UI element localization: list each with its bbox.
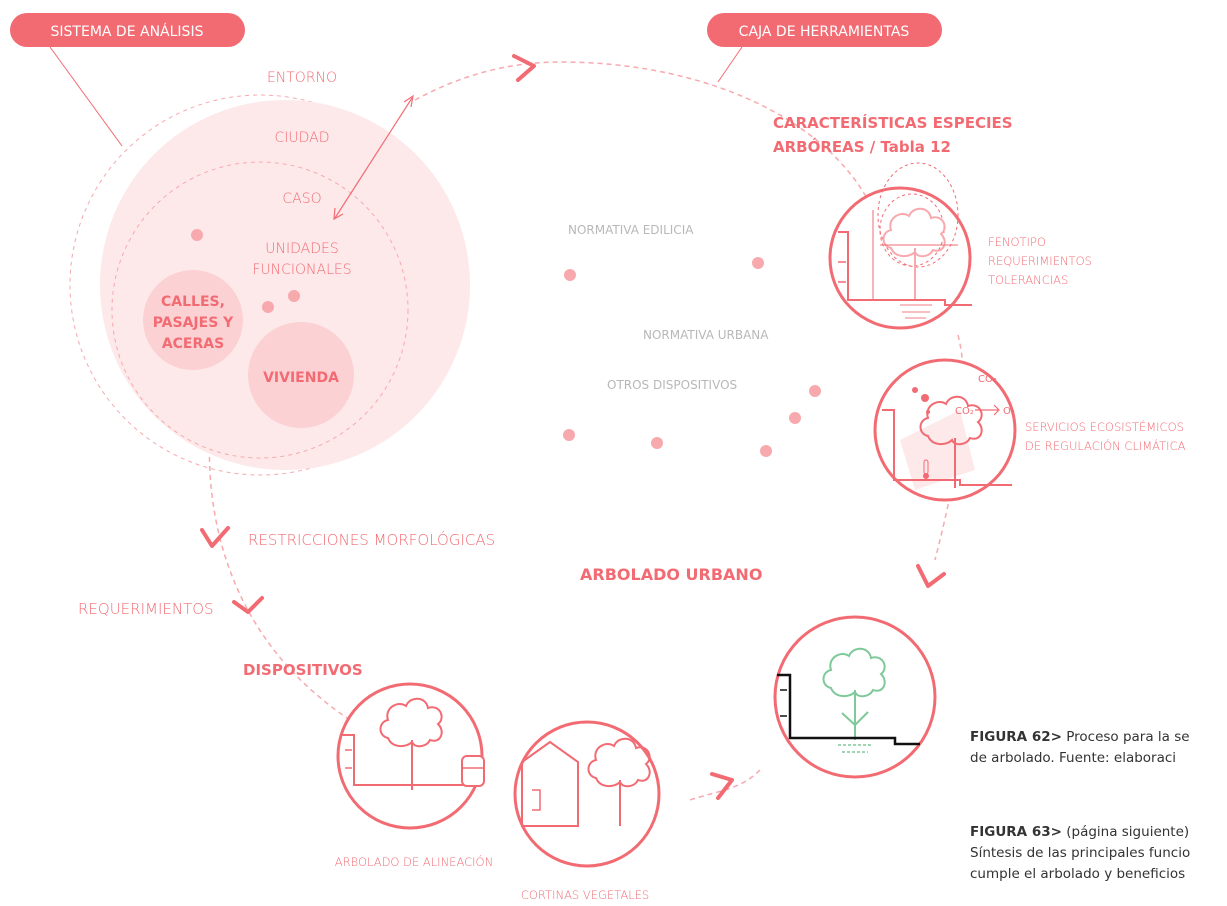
servicios-illustration [873,358,1017,502]
arbolado-urbano-label: ARBOLADO URBANO [580,565,762,584]
chevron-arrow-top [512,54,536,82]
ciudad-circle [100,100,470,470]
dot-1 [191,229,203,241]
calles-label-3: ACERAS [162,336,224,352]
normativa-urbana-label: NORMATIVA URBANA [643,328,769,342]
o2-label: O₂ [1003,406,1015,417]
fenotipo-illustration [828,162,972,330]
figure-62-number: FIGURA 62> [970,729,1062,745]
arbolado-urbano-illustration [773,615,937,779]
figure-62-line-2: de arbolado. Fuente: elaboraci [970,750,1177,766]
fenotipo-label-1: FENOTIPO [988,235,1046,249]
caso-circle [111,161,409,459]
caja-leader [717,46,743,83]
chevron-arrow-right [916,564,946,588]
dot-toolbox-4 [789,412,801,424]
figure-63-line-3: cumple el arbolado y beneficios [970,866,1186,882]
requerimientos-label: REQUERIMIENTOS [78,600,214,618]
cortinas-illustration [513,720,661,868]
figure-63-line-2: Síntesis de las principales funcio [970,845,1191,861]
process-loop-left-arc [208,429,351,721]
scale-arrow-line [334,97,413,219]
unidades-label-1: UNIDADES [265,241,338,257]
cortinas-label: CORTINAS VEGETALES [521,888,649,902]
normativa-edilicia-label: NORMATIVA EDILICIA [568,223,694,237]
sistema-pill: SISTEMA DE ANÁLISIS [10,13,245,47]
calles-circle [143,270,243,370]
vivienda-label: VIVIENDA [263,370,339,386]
calles-label-2: PASAJES Y [153,315,234,331]
unidades-label-2: FUNCIONALES [252,262,351,278]
co2-label-a: CO₂ [978,374,997,385]
sistema-leader [49,46,123,147]
figure-62-line-1: Proceso para la se [1061,729,1190,745]
chevron-arrow-bottom [710,772,734,800]
calles-label-1: CALLES, [161,294,225,310]
dot-toolbox-1 [564,269,576,281]
figure-62-caption: FIGURA 62> Proceso para la se de arbolad… [970,727,1190,769]
dispositivos-label: DISPOSITIVOS [243,661,363,679]
chevron-arrow-left [200,526,230,548]
arbolado-alineacion-illustration [336,682,485,830]
fenotipo-label-3: TOLERANCIAS [988,273,1068,287]
dot-3 [288,290,300,302]
restricciones-label: RESTRICCIONES MORFOLÓGICAS [248,530,495,549]
figure-63-caption: FIGURA 63> (página siguiente) Síntesis d… [970,822,1190,885]
otros-dispositivos-label: OTROS DISPOSITIVOS [607,378,737,392]
scale-arrow-head-top [403,94,414,108]
entorno-label: ENTORNO [267,70,337,86]
ciudad-label: CIUDAD [274,130,329,146]
dot-2 [262,301,274,313]
process-loop-bottom-right-arc [689,769,761,801]
figure-63-line-1: (página siguiente) [1061,824,1190,840]
caracteristicas-label-2: ARBÓREAS / Tabla 12 [773,137,951,156]
dot-toolbox-7 [760,445,772,457]
caracteristicas-label-1: CARACTERÍSTICAS ESPECIES [773,113,1013,132]
dot-toolbox-5 [563,429,575,441]
figure-63-number: FIGURA 63> [970,824,1062,840]
dot-toolbox-3 [809,385,821,397]
arbolado-alineacion-label: ARBOLADO DE ALINEACIÓN [335,854,493,869]
process-loop-top-arc [414,61,876,216]
dot-toolbox-6 [651,437,663,449]
chevron-arrow-requerimientos [232,596,264,614]
caja-pill: CAJA DE HERRAMIENTAS [707,13,942,47]
caso-label: CASO [282,191,321,207]
dot-toolbox-2 [752,257,764,269]
servicios-label-1: SERVICIOS ECOSISTÉMICOS [1025,419,1184,434]
sistema-label: SISTEMA DE ANÁLISIS [51,23,204,40]
co2-label-b: CO₂ [955,406,974,417]
caja-label: CAJA DE HERRAMIENTAS [739,24,910,40]
scale-arrow-head-bottom [333,207,344,221]
fenotipo-label-2: REQUERIMIENTOS [988,254,1092,268]
vivienda-circle [248,322,354,428]
servicios-label-2: DE REGULACIÓN CLIMÁTICA [1025,438,1186,453]
